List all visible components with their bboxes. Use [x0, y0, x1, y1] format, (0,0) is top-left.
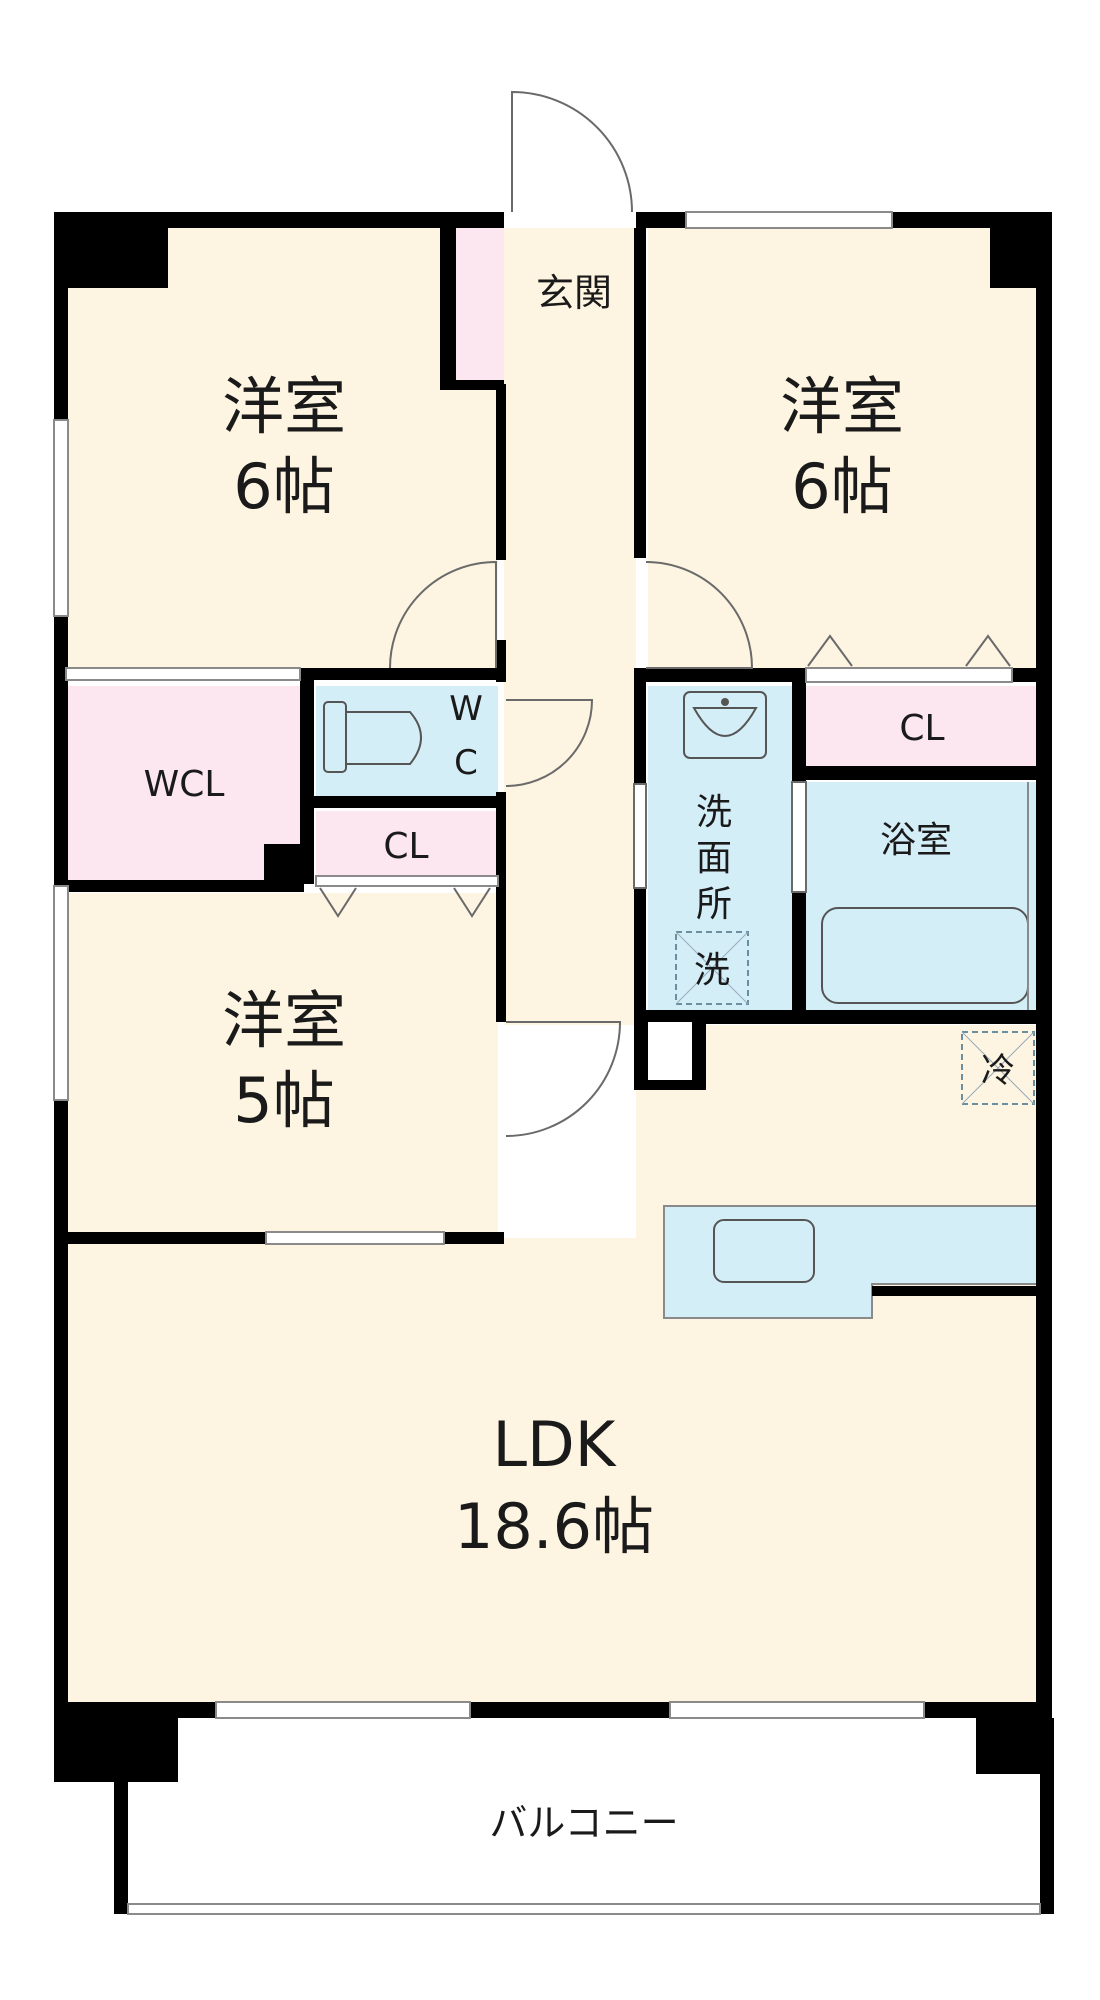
entry-door-swing	[511, 90, 633, 213]
sliding-door-cl-right	[805, 667, 1013, 683]
wcl-notch	[264, 844, 304, 892]
partition-utility-bottom	[634, 1010, 1052, 1024]
sliding-door-wcl	[65, 667, 301, 681]
door-room3	[505, 1021, 622, 1137]
western-room-2-name: 洋室	[780, 370, 904, 443]
door-bath	[791, 781, 807, 893]
door-wc	[505, 699, 594, 787]
closet-hinge-3	[807, 634, 853, 667]
cl-right-label: CL	[899, 708, 944, 749]
washroom-floor	[648, 686, 792, 1010]
window-room3-bottom	[265, 1231, 445, 1245]
bath-floor	[806, 782, 1040, 1010]
shoe-closet-bottom-wall	[440, 380, 504, 390]
room-fills	[66, 228, 1040, 1912]
corner-column-tl	[54, 212, 168, 288]
windows	[53, 211, 1041, 1915]
window-left-room3	[53, 885, 69, 1101]
wcl-floor	[66, 686, 302, 881]
cl-right-floor	[806, 686, 1040, 768]
entrance-label: 玄関	[536, 271, 612, 315]
balcony-right-wall	[1040, 1718, 1054, 1914]
wcl-label: WCL	[144, 764, 225, 805]
door-washroom	[633, 783, 647, 889]
cl-small-floor	[316, 811, 498, 881]
partition-wcl-bottom	[54, 880, 304, 892]
balcony-floor	[128, 1722, 1040, 1912]
western-room-3-size: 5帖	[233, 1064, 334, 1137]
hallway-right-wall-upper	[634, 228, 646, 558]
partition-wc-bottom	[300, 796, 504, 808]
washroom-label-line3: 所	[696, 884, 732, 925]
kitchen-wall	[872, 1286, 1040, 1296]
hallway-left-wall-lower	[496, 792, 506, 1022]
cl-small-label: CL	[383, 826, 428, 867]
fridge-label: 冷	[981, 1051, 1015, 1091]
window-ldk-left	[215, 1701, 471, 1719]
window-ldk-right	[669, 1701, 925, 1719]
shoe-closet-wall	[440, 228, 456, 388]
western-room-3-floor	[66, 893, 498, 1238]
doors	[319, 90, 1011, 1137]
corner-column-br	[976, 1702, 1052, 1774]
fridge-box	[961, 1031, 1035, 1105]
western-room-1-name: 洋室	[222, 370, 346, 443]
door-room2	[645, 561, 754, 669]
door-room1	[389, 560, 497, 669]
partition-cl-bottom	[806, 766, 1052, 780]
fixtures	[323, 691, 1041, 1319]
ldk-size: 18.6帖	[454, 1490, 654, 1563]
partition-room3-bottom-right	[444, 1232, 504, 1244]
balcony-rail	[127, 1903, 1041, 1915]
western-room-1-size: 6帖	[233, 450, 334, 523]
balcony-left-wall	[114, 1718, 128, 1914]
partition-wcl-right	[300, 668, 314, 884]
ldk-name: LDK	[493, 1408, 617, 1481]
washroom-label-line1: 洗	[696, 792, 732, 833]
western-room-2-size: 6帖	[791, 450, 892, 523]
hallway-left-wall-upper	[496, 384, 506, 560]
ldk-floor	[66, 1238, 1040, 1710]
hallway-floor	[504, 228, 636, 1025]
pipe-shaft-inner	[648, 1022, 692, 1080]
entrance-floor	[504, 228, 636, 354]
window-left-room1	[53, 419, 69, 617]
kitchen-sink-icon	[713, 1219, 815, 1283]
balcony-label: バルコニー	[489, 1801, 678, 1845]
labels: 洋室 6帖 洋室 6帖 洋室 5帖 LDK 18.6帖 玄関 WCL W C C…	[144, 271, 1015, 1845]
washbasin-icon	[683, 691, 767, 759]
western-room-3-name: 洋室	[222, 984, 346, 1057]
hallway-left-wall-mid	[496, 640, 506, 682]
washroom-label-line2: 面	[696, 838, 732, 879]
washer-label: 洗	[694, 950, 730, 991]
toilet-icon	[323, 701, 422, 773]
sliding-door-cl-small	[315, 875, 499, 887]
western-room-1-floor	[66, 228, 498, 669]
shoe-closet-floor	[456, 228, 504, 384]
western-room-2-floor	[648, 228, 1040, 669]
washer-box	[675, 931, 749, 1005]
partition-room3-bottom-left	[54, 1232, 266, 1244]
closet-hinge-4	[965, 634, 1011, 667]
wc-label-line2: C	[454, 743, 478, 783]
window-top-right	[685, 211, 893, 229]
right-wall	[1036, 212, 1052, 1712]
closet-hinge-2	[453, 887, 491, 918]
bath-label: 浴室	[880, 820, 952, 861]
closet-hinge-1	[319, 887, 357, 918]
wc-label-line1: W	[449, 689, 483, 729]
